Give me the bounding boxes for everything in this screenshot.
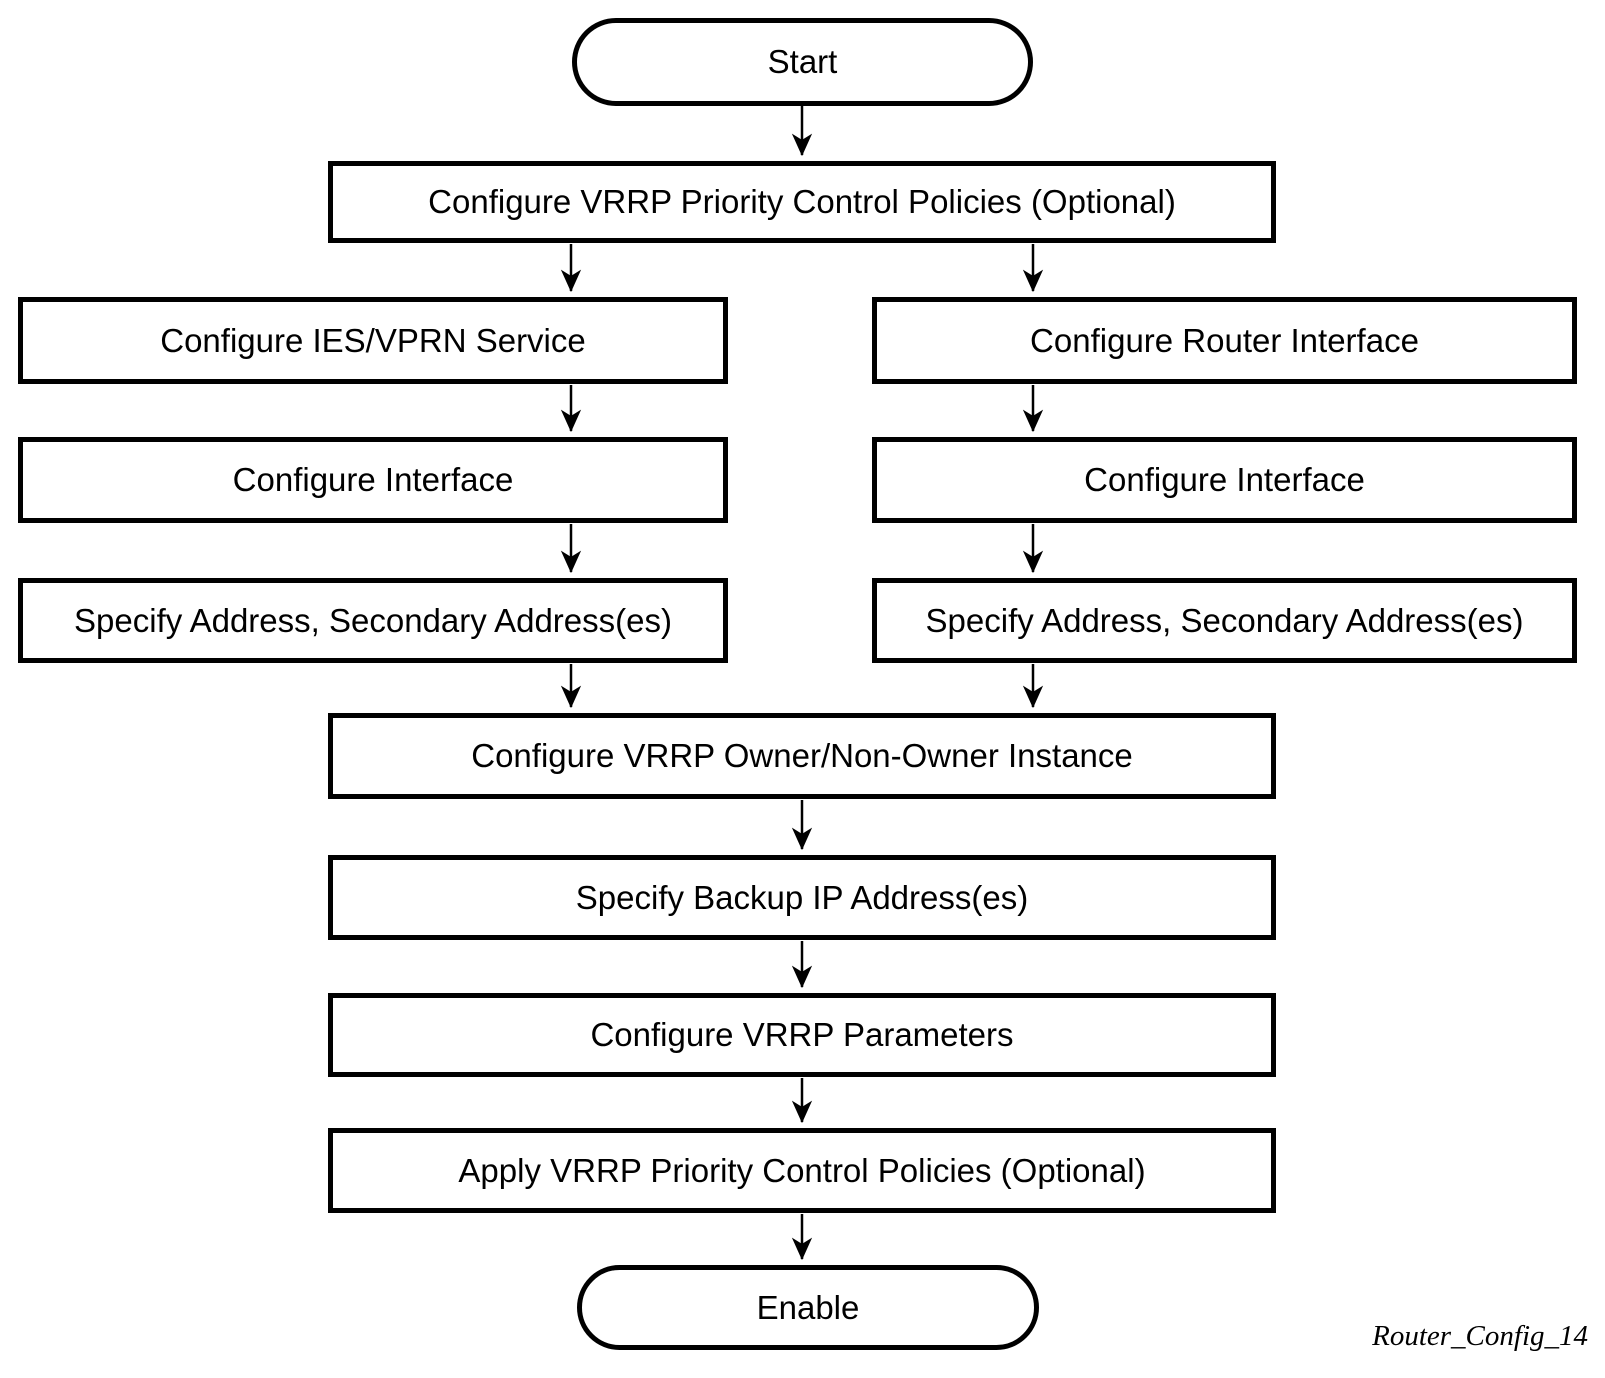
- node-start: Start: [572, 18, 1033, 106]
- node-configure-interface-left: Configure Interface: [18, 437, 728, 523]
- node-enable: Enable: [577, 1265, 1039, 1350]
- node-specify-backup-ip: Specify Backup IP Address(es): [328, 855, 1276, 940]
- node-configure-router-interface: Configure Router Interface: [872, 297, 1577, 384]
- node-configure-vrrp-owner-instance: Configure VRRP Owner/Non-Owner Instance: [328, 713, 1276, 799]
- node-configure-interface-right: Configure Interface: [872, 437, 1577, 523]
- node-specify-address-left: Specify Address, Secondary Address(es): [18, 578, 728, 663]
- node-configure-ies-vprn-service: Configure IES/VPRN Service: [18, 297, 728, 384]
- node-configure-vrrp-parameters: Configure VRRP Parameters: [328, 993, 1276, 1077]
- node-configure-vrrp-priority-policies: Configure VRRP Priority Control Policies…: [328, 161, 1276, 243]
- node-specify-address-right: Specify Address, Secondary Address(es): [872, 578, 1577, 663]
- figure-caption: Router_Config_14: [1372, 1320, 1588, 1352]
- node-apply-vrrp-priority-policies: Apply VRRP Priority Control Policies (Op…: [328, 1128, 1276, 1213]
